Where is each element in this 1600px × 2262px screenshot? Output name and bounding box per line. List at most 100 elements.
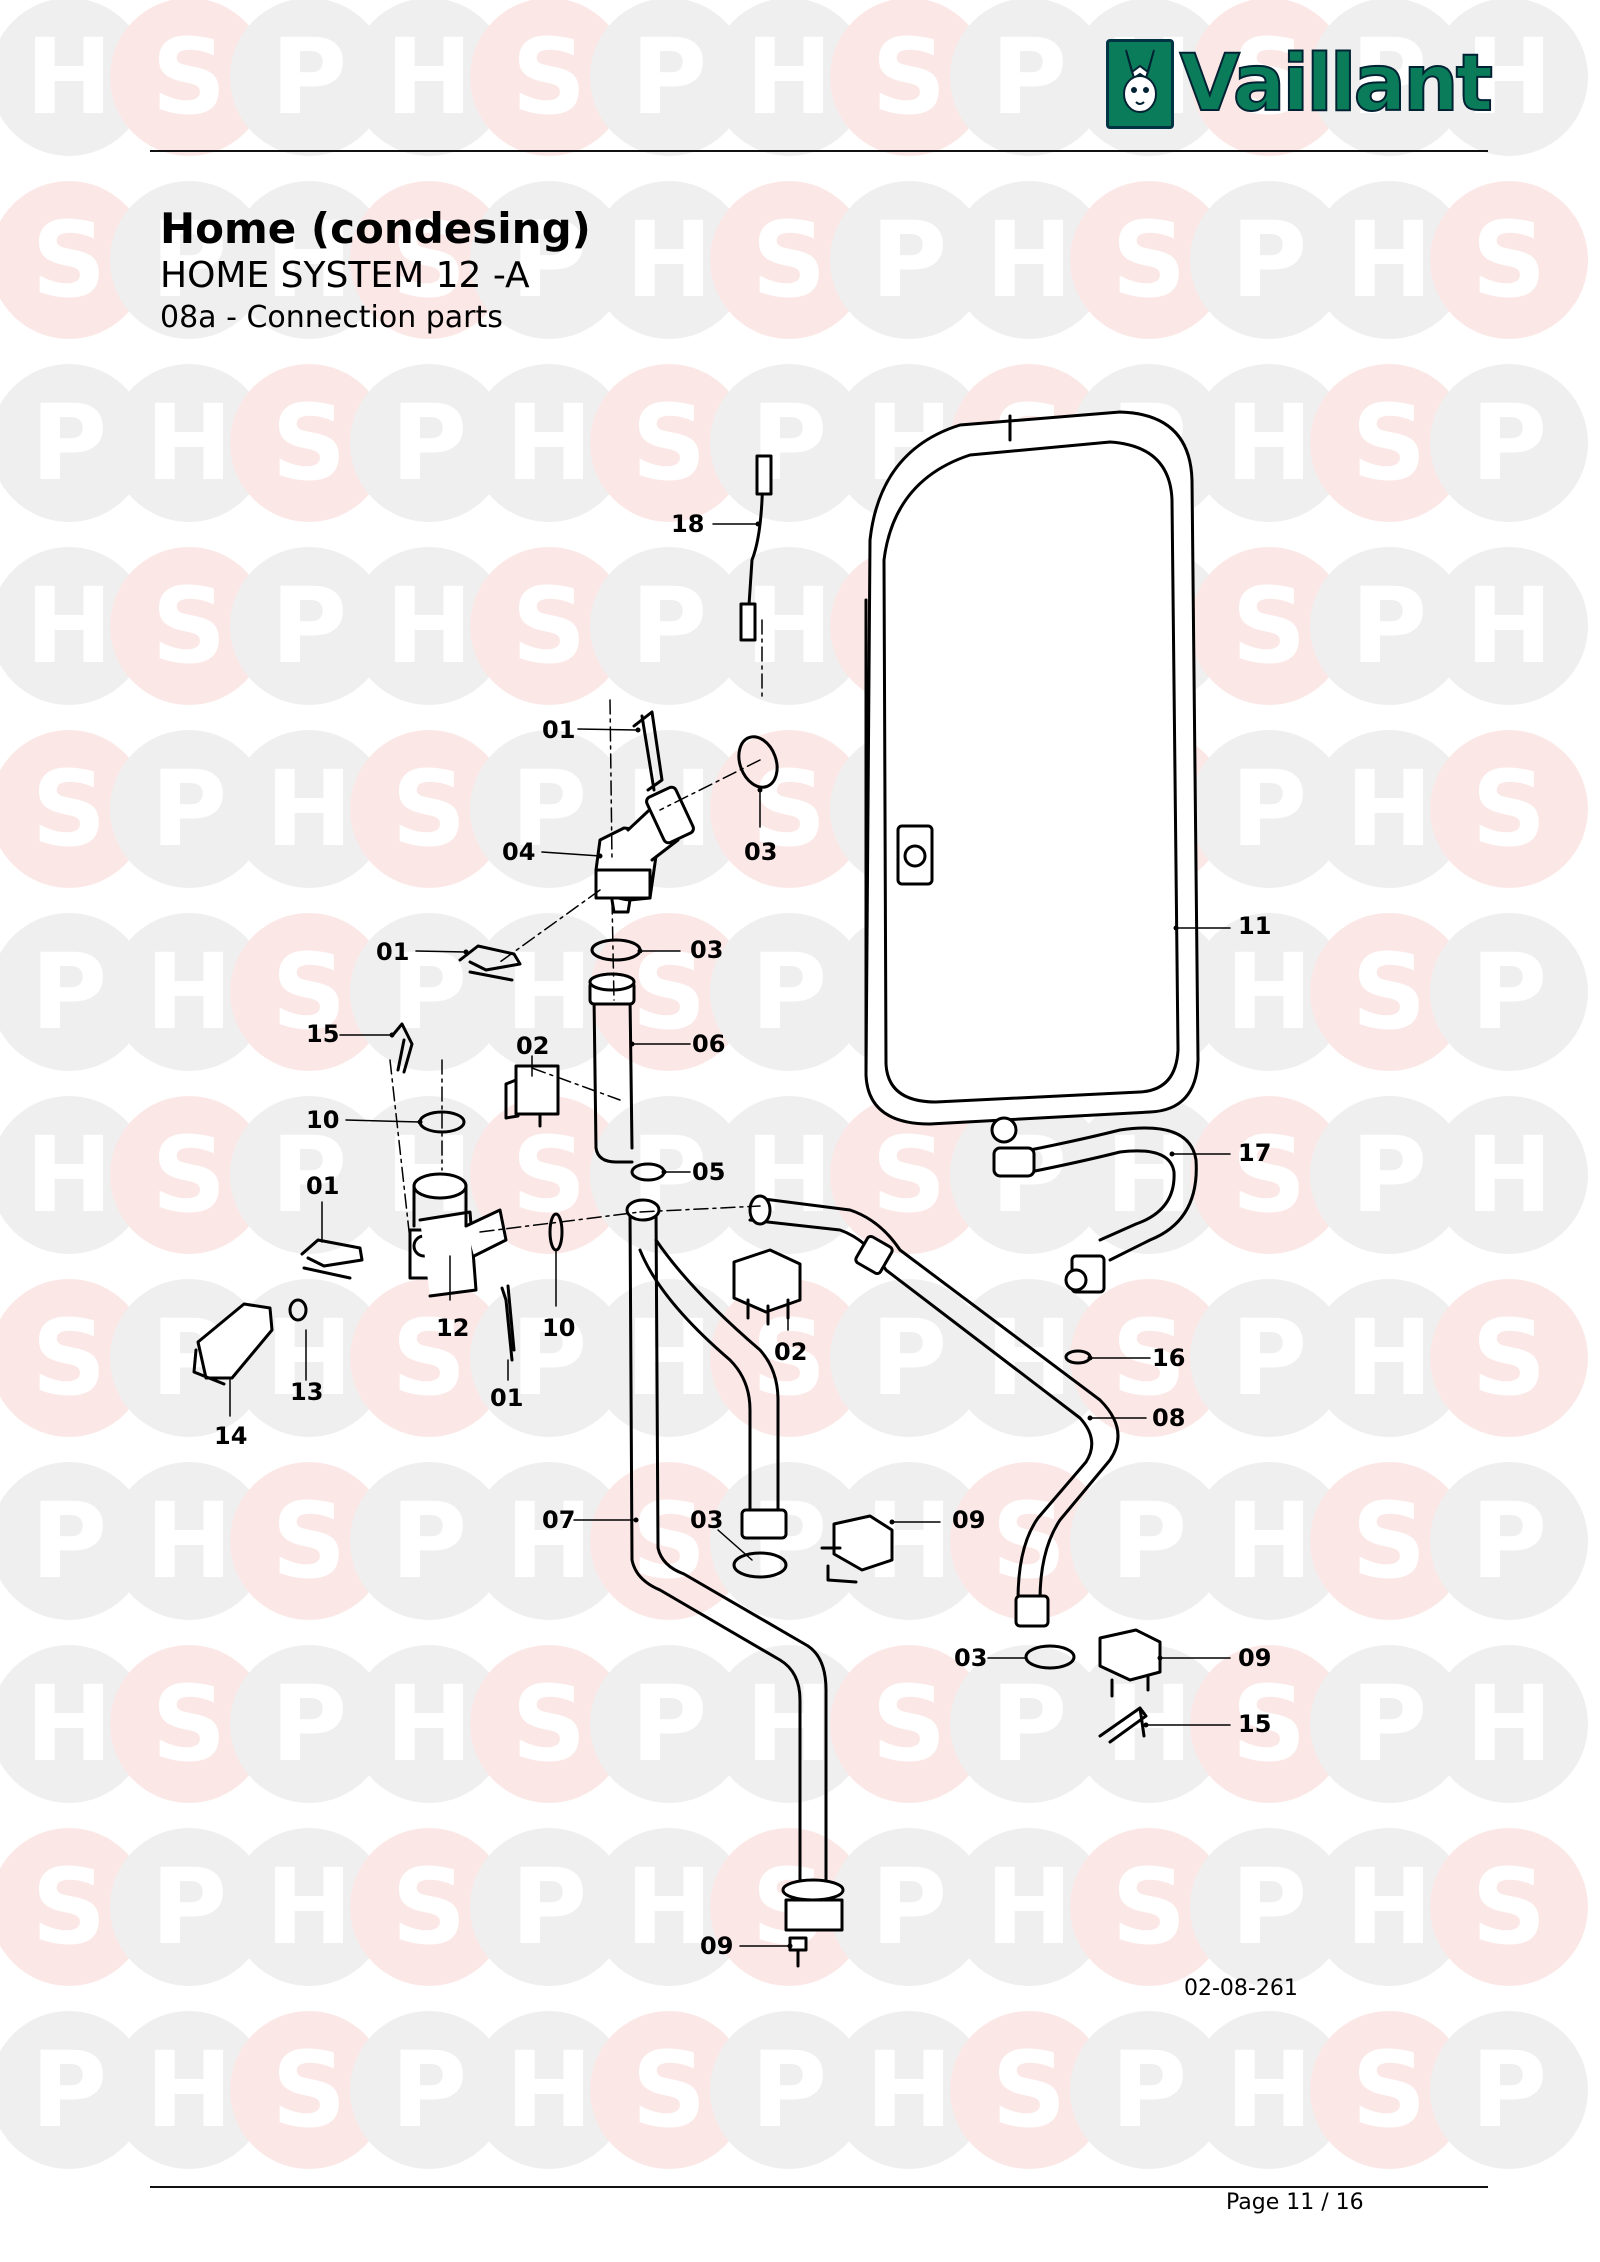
- callout-03: 03: [744, 838, 778, 866]
- header-divider: [150, 150, 1488, 152]
- clip-top: [632, 710, 664, 792]
- title-block: Home (condesing) HOME SYSTEM 12 -A 08a -…: [160, 204, 591, 337]
- clip-left-upper: [458, 944, 522, 982]
- section-title: 08a - Connection parts: [160, 299, 503, 335]
- o-ring-low: [732, 1551, 788, 1579]
- leader-01b: [415, 950, 467, 953]
- watermark-letter: P: [1430, 2011, 1588, 2169]
- watermark-letter: P: [1430, 1462, 1588, 1620]
- callout-07: 07: [542, 1506, 576, 1534]
- watermark-letter: H: [710, 0, 868, 156]
- pipe-08: [748, 1194, 1120, 1628]
- expansion-vessel: [864, 410, 1200, 1126]
- watermark-letter: P: [1430, 364, 1588, 522]
- screw-09: [788, 1936, 808, 1968]
- callout-14: 14: [214, 1422, 248, 1450]
- ring-13: [288, 1298, 308, 1322]
- page-title: Home (condesing): [160, 204, 591, 253]
- callout-13: 13: [290, 1378, 324, 1406]
- callout-01: 01: [376, 938, 410, 966]
- small-ring: [630, 1162, 666, 1182]
- elbow-connector: [594, 785, 695, 914]
- watermark-letter: S: [0, 730, 148, 888]
- drain-valve: [192, 1302, 274, 1386]
- callout-06: 06: [692, 1030, 726, 1058]
- callout-10: 10: [306, 1106, 340, 1134]
- watermark-letter: S: [110, 547, 268, 705]
- watermark-letter: P: [110, 730, 268, 888]
- callout-12: 12: [436, 1314, 470, 1342]
- clip-15-top: [390, 1022, 414, 1074]
- clip-02-lower: [732, 1248, 802, 1326]
- watermark-letter: H: [950, 1828, 1108, 1986]
- pipe-06: [588, 972, 636, 1164]
- footer-divider: [150, 2186, 1488, 2188]
- clip-15-bottom: [1098, 1706, 1148, 1744]
- watermark-letter: H: [470, 913, 628, 1071]
- callout-09: 09: [700, 1932, 734, 1960]
- watermark-letter: H: [0, 1645, 148, 1803]
- callout-15: 15: [1238, 1710, 1272, 1738]
- callout-01: 01: [306, 1172, 340, 1200]
- watermark-letter: S: [0, 181, 148, 339]
- vaillant-logo: Vaillant: [1106, 36, 1494, 132]
- flexible-hose: [990, 1116, 1198, 1294]
- hare-icon: [1106, 39, 1174, 129]
- callout-01: 01: [542, 716, 576, 744]
- watermark-letter: S: [1430, 181, 1588, 339]
- leader-01a: [577, 728, 639, 731]
- callout-03: 03: [690, 1506, 724, 1534]
- callout-18: 18: [671, 510, 705, 538]
- capillary-tube: [739, 454, 773, 642]
- watermark-letter: H: [230, 181, 388, 339]
- ring-16: [1064, 1349, 1092, 1365]
- watermark-letter: P: [470, 1279, 628, 1437]
- watermark-letter: S: [1190, 547, 1348, 705]
- watermark-letter: P: [950, 1645, 1108, 1803]
- clip-bottom: [500, 1284, 516, 1362]
- watermark-letter: S: [710, 181, 868, 339]
- watermark-letter: P: [230, 0, 388, 156]
- watermark-letter: H: [350, 547, 508, 705]
- watermark-letter: P: [1430, 913, 1588, 1071]
- pipe-clip-09-left: [820, 1514, 894, 1584]
- page-number: Page 11 / 16: [1226, 2190, 1364, 2215]
- watermark-letter: H: [230, 1828, 388, 1986]
- callout-09: 09: [952, 1506, 986, 1534]
- leader-03c: [717, 1529, 753, 1561]
- watermark-letter: S: [1310, 2011, 1468, 2169]
- watermark-letter: P: [710, 1462, 868, 1620]
- ring-10-lower: [548, 1212, 564, 1252]
- callout-01: 01: [490, 1384, 524, 1412]
- brand-name: Vaillant: [1179, 39, 1494, 129]
- watermark-letter: S: [590, 364, 748, 522]
- watermark-letter: H: [1430, 0, 1588, 156]
- watermark-letter: S: [1430, 730, 1588, 888]
- watermark-letter: H: [1070, 1096, 1228, 1254]
- callout-05: 05: [692, 1158, 726, 1186]
- watermark-letter: H: [1430, 547, 1588, 705]
- watermark-letter: H: [1310, 181, 1468, 339]
- callout-03: 03: [954, 1644, 988, 1672]
- watermark-letter: S: [1430, 1279, 1588, 1437]
- o-ring-right: [1024, 1644, 1076, 1670]
- callout-15: 15: [306, 1020, 340, 1048]
- watermark-letter: S: [1430, 1828, 1588, 1986]
- t-piece-valve: [408, 1172, 508, 1298]
- callout-02: 02: [774, 1338, 808, 1366]
- watermark-letter: H: [1430, 1645, 1588, 1803]
- watermark-letter: H: [950, 1279, 1108, 1437]
- watermark-letter: H: [1430, 1096, 1588, 1254]
- o-ring-top: [737, 735, 779, 789]
- pipe-clip-09-right: [1098, 1628, 1162, 1698]
- clip-left-lower: [300, 1238, 364, 1280]
- watermark-letter: S: [1190, 0, 1348, 156]
- callout-03: 03: [690, 936, 724, 964]
- callout-17: 17: [1238, 1139, 1272, 1167]
- watermark-letter: H: [350, 1645, 508, 1803]
- callout-16: 16: [1152, 1344, 1186, 1372]
- watermark-letter: S: [470, 1645, 628, 1803]
- watermark-letter: P: [830, 1279, 988, 1437]
- model-name: HOME SYSTEM 12 -A: [160, 255, 530, 297]
